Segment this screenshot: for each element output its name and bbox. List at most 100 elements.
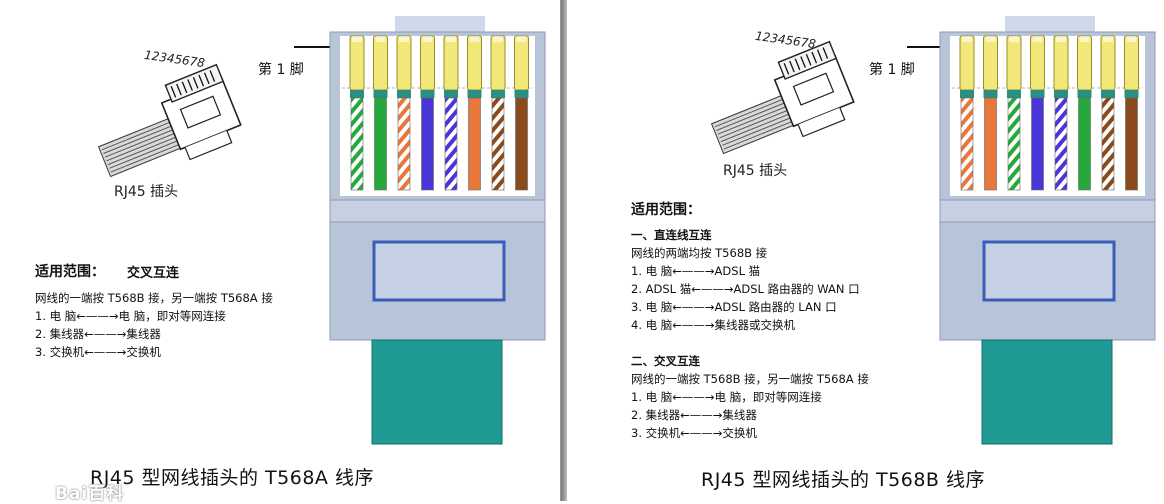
wire-body xyxy=(397,97,411,191)
wire-body xyxy=(491,97,505,191)
wire-2-green xyxy=(373,35,388,191)
spacer xyxy=(631,334,869,352)
pin-contact xyxy=(1030,35,1045,91)
connector-cavity xyxy=(340,36,535,196)
pin-band xyxy=(444,90,458,98)
wire-1-white-green xyxy=(349,35,365,191)
pin-band xyxy=(420,90,435,98)
note-line: 网线的两端均按 T568B 接 xyxy=(631,246,768,260)
note-line: 3. 电 脑←——→ADSL 路由器的 LAN 口 xyxy=(631,300,837,314)
wire-3-white-orange xyxy=(396,35,412,191)
wire-body xyxy=(1125,97,1138,191)
panel-t568a: 12345678 RJ45 插头 第 1 脚 适用范围： 交叉互连 网线的一端按… xyxy=(0,0,560,504)
pin1-label: 第 1 脚 xyxy=(258,62,304,78)
pin-band xyxy=(350,90,364,98)
pin-band xyxy=(491,90,505,98)
section-title: 一、直连线互连 xyxy=(631,228,712,242)
pin-contact xyxy=(490,35,506,91)
pin-contact xyxy=(1100,35,1116,91)
pin-band xyxy=(373,90,388,98)
latch-window xyxy=(982,240,1116,302)
wire-body xyxy=(350,97,364,191)
rj45-plug-illustration xyxy=(97,63,242,178)
pin-band xyxy=(514,90,529,98)
wire-body xyxy=(1031,97,1044,191)
rj45-plug-illustration xyxy=(710,40,855,155)
pin-contact xyxy=(349,35,365,91)
connector-latch xyxy=(371,339,503,445)
wire-2-orange xyxy=(983,35,998,191)
note-line: 2. ADSL 猫←——→ADSL 路由器的 WAN 口 xyxy=(631,282,860,296)
wire-body xyxy=(1078,97,1091,191)
note-line: 4. 电 脑←——→集线器或交换机 xyxy=(631,318,796,332)
wire-body xyxy=(984,97,997,191)
wire-body xyxy=(421,97,434,191)
pin-contact xyxy=(396,35,412,91)
wire-8-brown xyxy=(1124,35,1139,191)
latch-window xyxy=(372,240,506,302)
wire-4-blue xyxy=(420,35,435,191)
pin-band xyxy=(467,90,482,98)
wire-5-white-blue xyxy=(1053,35,1069,191)
note-line: 1. 电 脑←——→ADSL 猫 xyxy=(631,264,761,278)
connector-cavity xyxy=(950,36,1145,196)
wire-7-white-brown xyxy=(1100,35,1116,191)
pin-band xyxy=(1077,90,1092,98)
usage-title: 适用范围： xyxy=(35,264,105,280)
usage-notes: 一、直连线互连 网线的两端均按 T568B 接 1. 电 脑←——→ADSL 猫… xyxy=(631,226,869,442)
connector-top-tab xyxy=(395,16,485,34)
pin-band xyxy=(1124,90,1139,98)
pin-contact xyxy=(443,35,459,91)
wire-5-white-blue xyxy=(443,35,459,191)
pin-contact xyxy=(373,35,388,91)
wire-1-white-orange xyxy=(959,35,975,191)
connector-collar xyxy=(329,199,546,223)
note-line: 3. 交换机←——→交换机 xyxy=(631,426,757,440)
wire-body xyxy=(374,97,387,191)
panel-t568b: 12345678 RJ45 插头 第 1 脚 适用范围： 一、直连线互连 网线的… xyxy=(567,0,1164,501)
pin-contact xyxy=(420,35,435,91)
wire-6-green xyxy=(1077,35,1092,191)
section-title: 二、交叉互连 xyxy=(631,354,700,368)
pin-band xyxy=(397,90,411,98)
wire-4-blue xyxy=(1030,35,1045,191)
usage-title: 适用范围： xyxy=(631,202,701,218)
pin-band xyxy=(960,90,974,98)
pin-band xyxy=(1101,90,1115,98)
pin-band xyxy=(1054,90,1068,98)
note-line: 2. 集线器←——→集线器 xyxy=(35,327,161,341)
panel-divider xyxy=(558,0,567,501)
note-line: 1. 电 脑←——→电 脑，即对等网连接 xyxy=(631,390,822,404)
watermark-logo: Bai百科 xyxy=(55,484,125,504)
pin-contact xyxy=(1124,35,1139,91)
wire-6-orange xyxy=(467,35,482,191)
pin-band xyxy=(1007,90,1021,98)
pin-band xyxy=(1030,90,1045,98)
footer-title: RJ45 型网线插头的 T568B 线序 xyxy=(701,469,986,491)
note-line: 3. 交换机←——→交换机 xyxy=(35,345,161,359)
footer-title: RJ45 型网线插头的 T568A 线序 xyxy=(90,467,374,489)
wire-8-brown xyxy=(514,35,529,191)
wire-body xyxy=(468,97,481,191)
usage-notes: 网线的一端按 T568B 接，另一端按 T568A 接 1. 电 脑←——→电 … xyxy=(35,289,273,361)
connector-top-tab xyxy=(1005,16,1095,34)
pin-contact xyxy=(1006,35,1022,91)
wire-body xyxy=(1101,97,1115,191)
note-line: 1. 电 脑←——→电 脑，即对等网连接 xyxy=(35,309,226,323)
plug-caption: RJ45 插头 xyxy=(114,184,179,200)
plug-caption: RJ45 插头 xyxy=(723,163,788,179)
pin-contact xyxy=(1053,35,1069,91)
pin1-label: 第 1 脚 xyxy=(869,62,915,78)
usage-subtitle: 交叉互连 xyxy=(127,266,180,281)
rj45-connector-t568a xyxy=(329,16,546,445)
pin-contact xyxy=(467,35,482,91)
pin-contact xyxy=(1077,35,1092,91)
connector-collar xyxy=(939,199,1156,223)
pin-band xyxy=(983,90,998,98)
wire-body xyxy=(960,97,974,191)
wire-body xyxy=(444,97,458,191)
pin-contact xyxy=(514,35,529,91)
note-line: 网线的一端按 T568B 接，另一端按 T568A 接 xyxy=(35,291,273,305)
note-line: 网线的一端按 T568B 接，另一端按 T568A 接 xyxy=(631,372,869,386)
note-line: 2. 集线器←——→集线器 xyxy=(631,408,757,422)
